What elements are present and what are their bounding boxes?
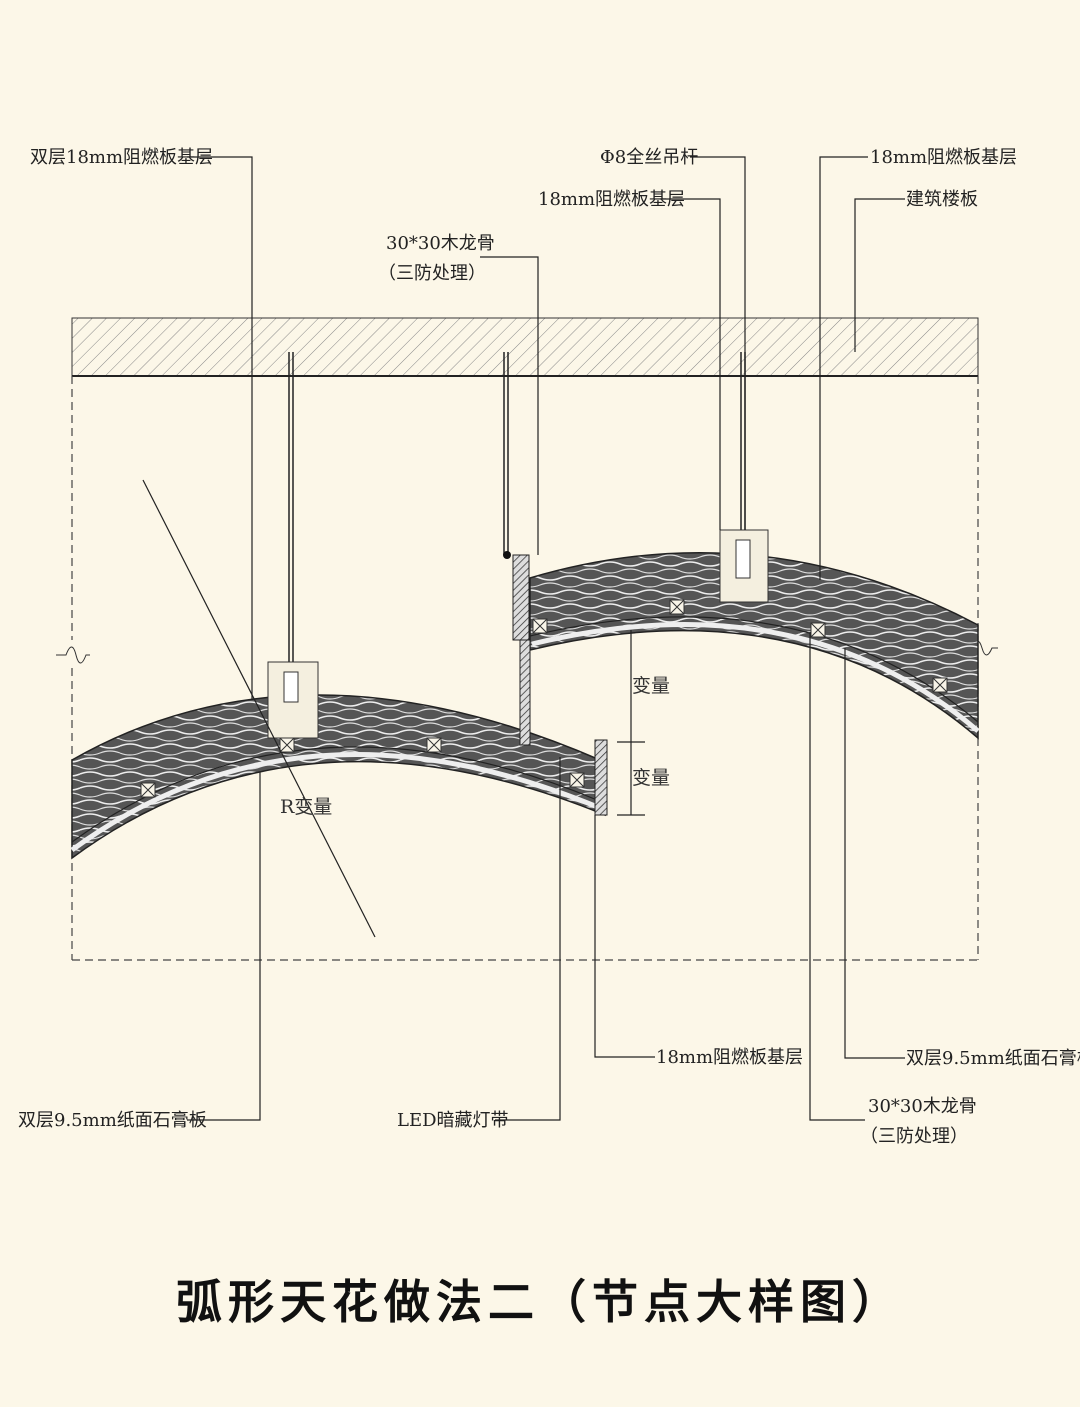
label-rod: Φ8全丝吊杆 [600,147,698,168]
drawing-title: 弧形天花做法二（节点大样图） [176,1275,904,1329]
building-slab [71,317,979,377]
keel-markers [140,599,948,798]
label-keel-bottom-note: （三防处理） [860,1126,968,1147]
label-keel-top-note: （三防处理） [378,263,486,284]
label-top-left-board: 双层18mm阻燃板基层 [30,147,213,168]
label-keel-bottom: 30*30木龙骨 [868,1096,977,1117]
break-symbol [56,646,90,664]
wood-blocks [267,529,769,739]
dimension-line [617,630,645,816]
label-top-mid-board: 18mm阻燃板基层 [538,189,685,210]
label-keel-top: 30*30木龙骨 [386,233,495,254]
lower-arch [70,694,608,860]
label-top-right-board: 18mm阻燃板基层 [870,147,1017,168]
upper-arch [529,551,980,740]
label-variable-1: 变量 [632,675,670,697]
leader-lines [187,156,905,1121]
label-led: LED暗藏灯带 [397,1110,509,1131]
step-panel [503,551,531,746]
label-slab: 建筑楼板 [906,189,978,210]
label-gypsum-right: 双层9.5mm纸面石膏板 [906,1047,1080,1069]
radius-line [142,479,376,938]
label-radius: R变量 [280,796,332,818]
label-bottom-mid-board: 18mm阻燃板基层 [656,1047,803,1068]
label-gypsum-left: 双层9.5mm纸面石膏板 [18,1109,207,1131]
label-variable-2: 变量 [632,767,670,789]
